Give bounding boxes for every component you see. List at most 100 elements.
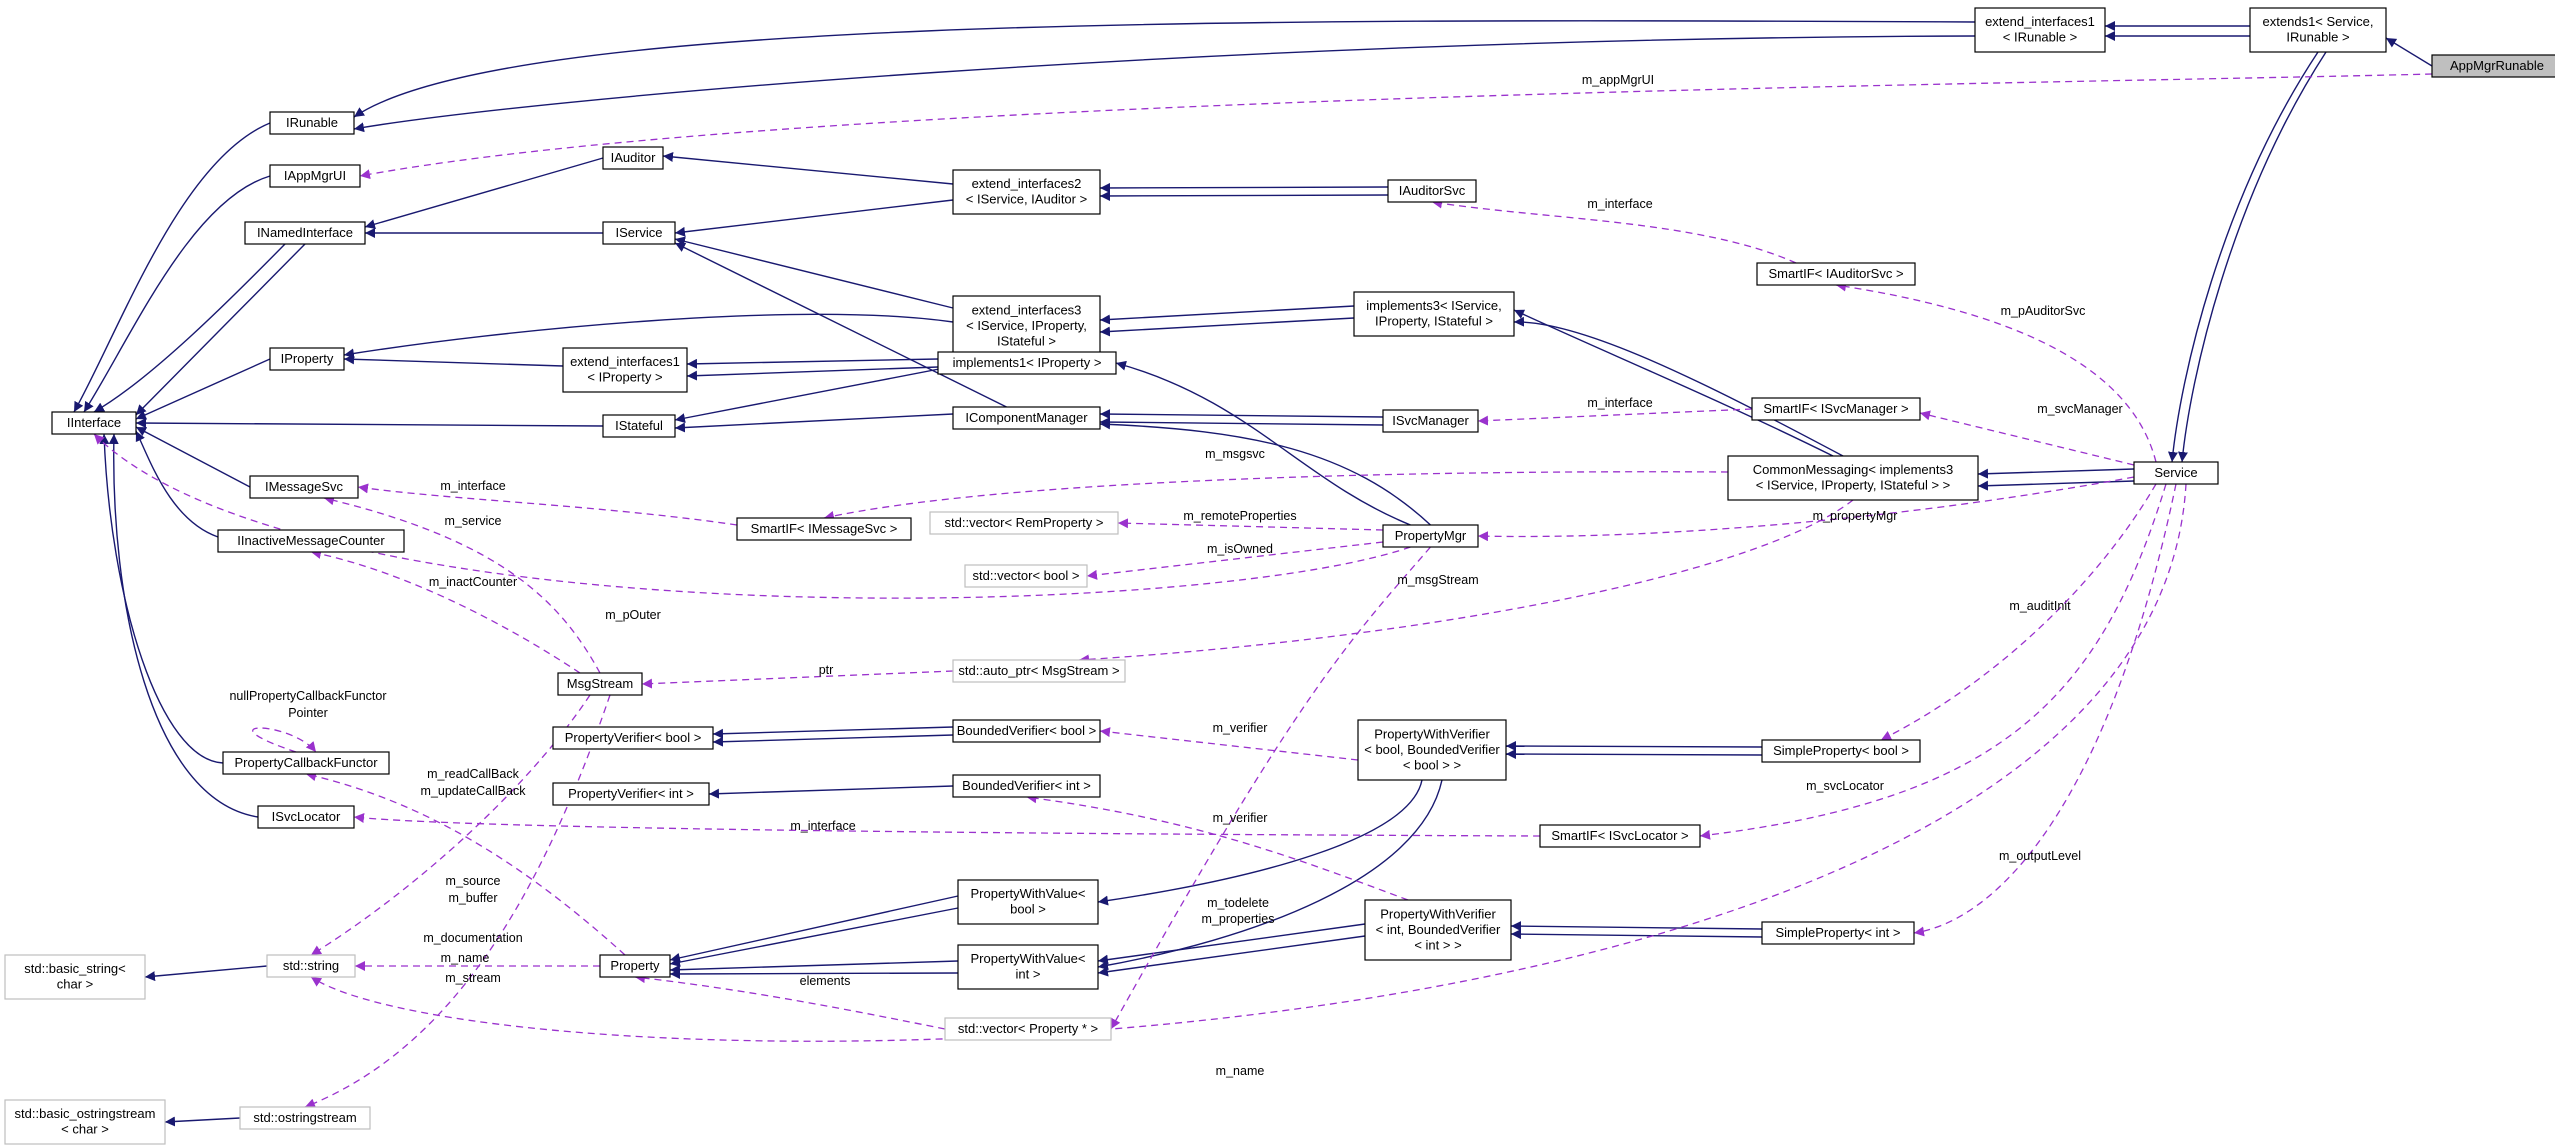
inheritance-edge bbox=[1099, 190, 1389, 201]
class-node-box bbox=[1357, 719, 1507, 781]
class-node-property[interactable]: Property bbox=[599, 954, 671, 978]
edge-label-updatecb: m_updateCallBack bbox=[421, 784, 527, 798]
class-node-label: extend_interfaces1 bbox=[1985, 14, 2095, 29]
inheritance-edge bbox=[135, 418, 604, 429]
class-node-label: IAppMgrUI bbox=[284, 168, 346, 183]
usage-edge bbox=[1086, 541, 1384, 580]
class-node-label: IInterface bbox=[67, 415, 121, 430]
class-node-box bbox=[552, 782, 710, 806]
class-node-label: IProperty bbox=[281, 351, 334, 366]
class-node-istateful[interactable]: IStateful bbox=[602, 414, 676, 438]
class-node-box bbox=[929, 511, 1119, 535]
edge-label-interface-svcmgr: m_interface bbox=[1587, 396, 1652, 410]
class-node-sifauditor[interactable]: SmartIF< IAuditorSvc > bbox=[1756, 262, 1916, 286]
class-node-propmgr[interactable]: PropertyMgr bbox=[1382, 524, 1479, 548]
usage-edge bbox=[1477, 476, 2135, 542]
class-node-box bbox=[244, 221, 366, 245]
class-node-propcbf[interactable]: PropertyCallbackFunctor bbox=[222, 751, 390, 775]
class-node-isvcloc[interactable]: ISvcLocator bbox=[257, 805, 355, 829]
inheritance-edge bbox=[712, 734, 954, 747]
class-node-iauditor[interactable]: IAuditor bbox=[602, 146, 664, 170]
class-node-spbool[interactable]: SimpleProperty< bool > bbox=[1761, 739, 1921, 763]
inheritance-edge bbox=[343, 313, 954, 359]
class-node-pvbool[interactable]: PropertyVerifier< bool > bbox=[552, 726, 714, 750]
class-node-bvint[interactable]: BoundedVerifier< int > bbox=[952, 774, 1101, 798]
class-node-spint[interactable]: SimpleProperty< int > bbox=[1761, 921, 1915, 945]
class-node-isvcmgr[interactable]: ISvcManager bbox=[1382, 409, 1479, 433]
class-node-icompmgr[interactable]: IComponentManager bbox=[952, 406, 1101, 430]
inheritance-edge bbox=[135, 426, 251, 488]
class-node-pwvbool[interactable]: PropertyWithVerifier< bool, BoundedVerif… bbox=[1357, 719, 1507, 781]
inheritance-edge bbox=[135, 358, 271, 420]
class-node-box bbox=[4, 954, 146, 1000]
inheritance-edge bbox=[83, 175, 271, 413]
class-node-extif1run[interactable]: extend_interfaces1< IRunable > bbox=[1974, 7, 2106, 53]
class-node-iappmgrui[interactable]: IAppMgrUI bbox=[269, 164, 361, 188]
class-node-autoptr[interactable]: std::auto_ptr< MsgStream > bbox=[952, 659, 1126, 683]
class-node-service[interactable]: Service bbox=[2133, 461, 2219, 485]
usage-edge bbox=[1835, 281, 2157, 463]
class-node-commsg[interactable]: CommonMessaging< implements3< IService, … bbox=[1727, 455, 1979, 501]
class-node-box bbox=[2431, 54, 2555, 78]
class-node-apprunable[interactable]: AppMgrRunable bbox=[2431, 54, 2555, 78]
class-node-box bbox=[944, 1017, 1112, 1041]
class-node-extif1prop[interactable]: extend_interfaces1< IProperty > bbox=[562, 347, 688, 393]
class-node-impl1[interactable]: implements1< IProperty > bbox=[937, 351, 1117, 375]
class-node-label: std::string bbox=[283, 958, 339, 973]
class-node-sifmsgsvc[interactable]: SmartIF< IMessageSvc > bbox=[736, 517, 912, 541]
class-node-pwvalint[interactable]: PropertyWithValue<int > bbox=[957, 944, 1099, 990]
inheritance-edge bbox=[1099, 317, 1355, 337]
class-node-label: std::vector< Property * > bbox=[958, 1021, 1098, 1036]
edge-label-source: m_source bbox=[446, 874, 501, 888]
class-node-label: IStateful bbox=[615, 418, 663, 433]
edge-label-pointer: Pointer bbox=[288, 706, 328, 720]
inheritance-edge bbox=[669, 907, 959, 967]
class-node-irunable[interactable]: IRunable bbox=[269, 111, 355, 135]
class-node-bvbool[interactable]: BoundedVerifier< bool > bbox=[952, 719, 1101, 743]
class-node-vecremprop[interactable]: std::vector< RemProperty > bbox=[929, 511, 1119, 535]
class-node-extif3[interactable]: extend_interfaces3< IService, IProperty,… bbox=[952, 295, 1101, 357]
class-node-label: int > bbox=[1016, 967, 1041, 982]
class-node-label: IMessageSvc bbox=[265, 479, 344, 494]
class-node-basicostr[interactable]: std::basic_ostringstream< char > bbox=[4, 1099, 166, 1145]
class-node-pwvalbool[interactable]: PropertyWithValue<bool > bbox=[957, 879, 1099, 925]
class-node-pwvint[interactable]: PropertyWithVerifier< int, BoundedVerifi… bbox=[1364, 899, 1512, 961]
inheritance-edge bbox=[353, 20, 1976, 118]
edge-label-ptr: ptr bbox=[819, 663, 834, 677]
class-node-label: BoundedVerifier< bool > bbox=[957, 723, 1097, 738]
class-node-label: < IService, IAuditor > bbox=[966, 192, 1087, 207]
class-node-msgstream[interactable]: MsgStream bbox=[557, 672, 643, 696]
class-node-impl3[interactable]: implements3< IService,IProperty, IStatef… bbox=[1353, 291, 1515, 337]
class-node-extif2[interactable]: extend_interfaces2< IService, IAuditor > bbox=[952, 169, 1101, 215]
class-node-label: extends1< Service, bbox=[2263, 14, 2374, 29]
class-node-sifsvcmgr[interactable]: SmartIF< ISvcManager > bbox=[1751, 397, 1921, 421]
class-node-iservice[interactable]: IService bbox=[602, 221, 676, 245]
class-node-box bbox=[552, 726, 714, 750]
class-node-box bbox=[952, 719, 1101, 743]
class-node-vecprop[interactable]: std::vector< Property * > bbox=[944, 1017, 1112, 1041]
class-node-ostrstream[interactable]: std::ostringstream bbox=[239, 1106, 371, 1130]
class-node-iinactive[interactable]: IInactiveMessageCounter bbox=[217, 529, 405, 553]
inheritance-edge bbox=[674, 199, 954, 237]
class-node-pvint[interactable]: PropertyVerifier< int > bbox=[552, 782, 710, 806]
class-node-iauditorsvc[interactable]: IAuditorSvc bbox=[1387, 179, 1477, 203]
class-node-sifsvcloc[interactable]: SmartIF< ISvcLocator > bbox=[1539, 824, 1701, 848]
class-node-inamedif[interactable]: INamedInterface bbox=[244, 221, 366, 245]
edge-label-msgsvc: m_msgsvc bbox=[1205, 447, 1265, 461]
class-node-ext1svc[interactable]: extends1< Service,IRunable > bbox=[2249, 7, 2387, 53]
class-node-stdstring[interactable]: std::string bbox=[266, 954, 356, 978]
inheritance-edge bbox=[135, 243, 306, 416]
class-node-label: implements3< IService, bbox=[1366, 298, 1501, 313]
class-node-iproperty[interactable]: IProperty bbox=[269, 347, 345, 371]
class-node-label: implements1< IProperty > bbox=[953, 355, 1102, 370]
class-node-iinterface[interactable]: IInterface bbox=[51, 411, 137, 435]
class-node-imsgsvc[interactable]: IMessageSvc bbox=[249, 475, 359, 499]
inheritance-edge bbox=[108, 433, 259, 818]
class-node-label: < IService, IProperty, bbox=[966, 318, 1087, 333]
class-node-basicstr[interactable]: std::basic_string<char > bbox=[4, 954, 146, 1000]
class-node-label: Service bbox=[2154, 465, 2197, 480]
class-node-label: < IRunable > bbox=[2003, 30, 2077, 45]
class-node-vecbool[interactable]: std::vector< bool > bbox=[964, 564, 1088, 588]
class-node-label: SmartIF< IAuditorSvc > bbox=[1768, 266, 1903, 281]
usage-edge bbox=[1078, 499, 1854, 665]
